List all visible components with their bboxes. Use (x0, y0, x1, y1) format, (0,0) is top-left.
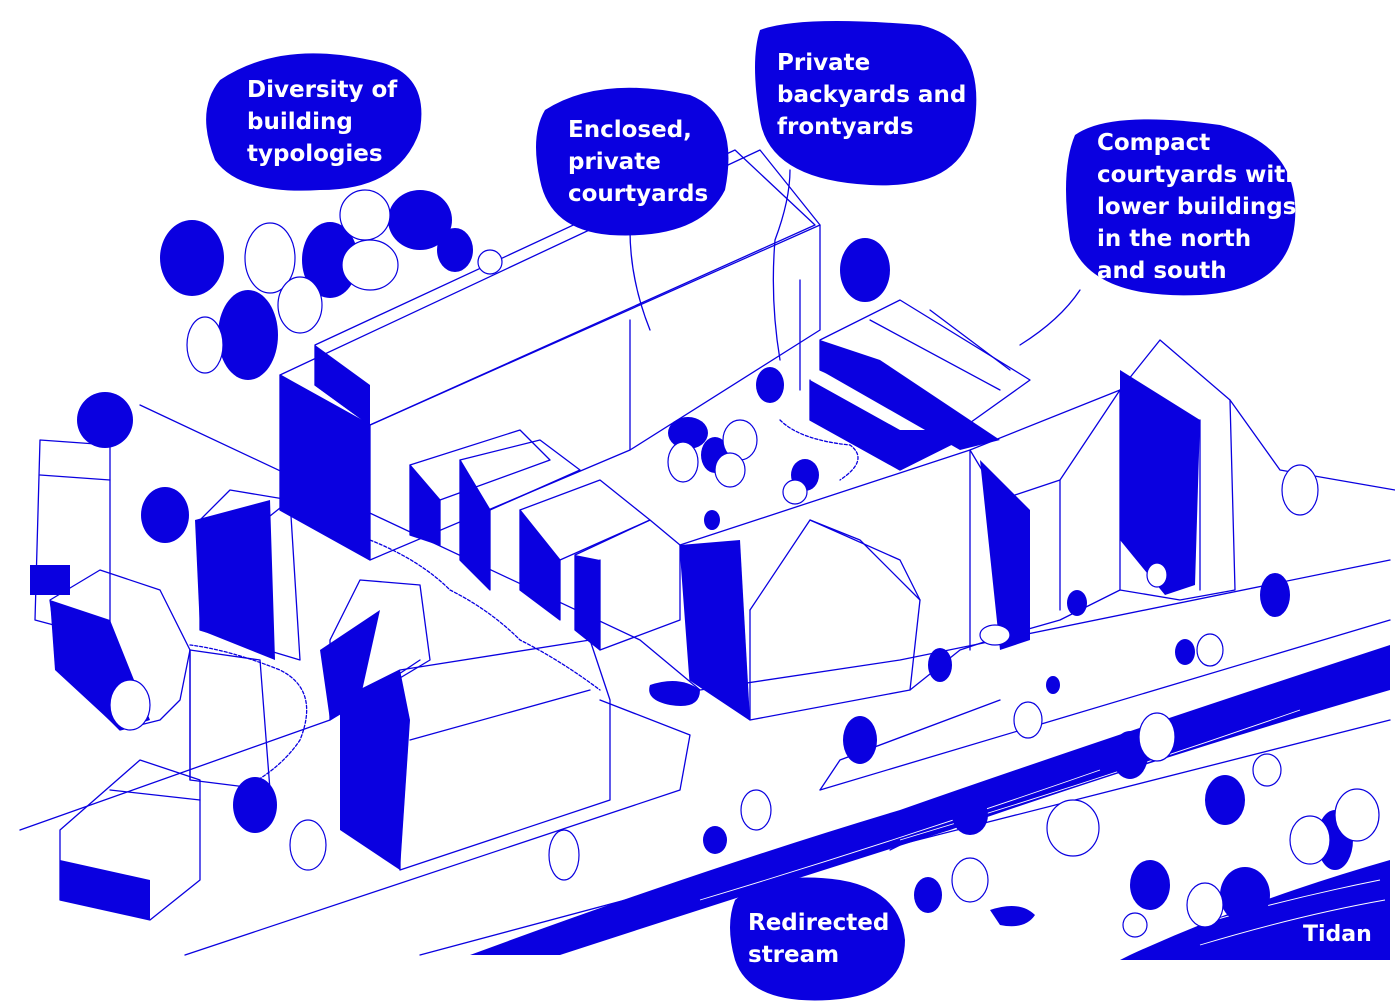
creek-left (190, 645, 307, 790)
label-private-yards: Private backyards and frontyards (777, 47, 966, 143)
right-courtyard-complex (680, 300, 1395, 720)
label-tidan: Tidan (1303, 922, 1372, 947)
row-houses (410, 430, 680, 650)
label-enclosed-courtyards: Enclosed, private courtyards (568, 114, 708, 210)
label-diversity-typologies: Diversity of building typologies (247, 74, 397, 170)
label-redirected-stream: Redirected stream (748, 907, 889, 971)
label-compact-courtyards: Compact courtyards with lower buildings … (1097, 127, 1302, 287)
